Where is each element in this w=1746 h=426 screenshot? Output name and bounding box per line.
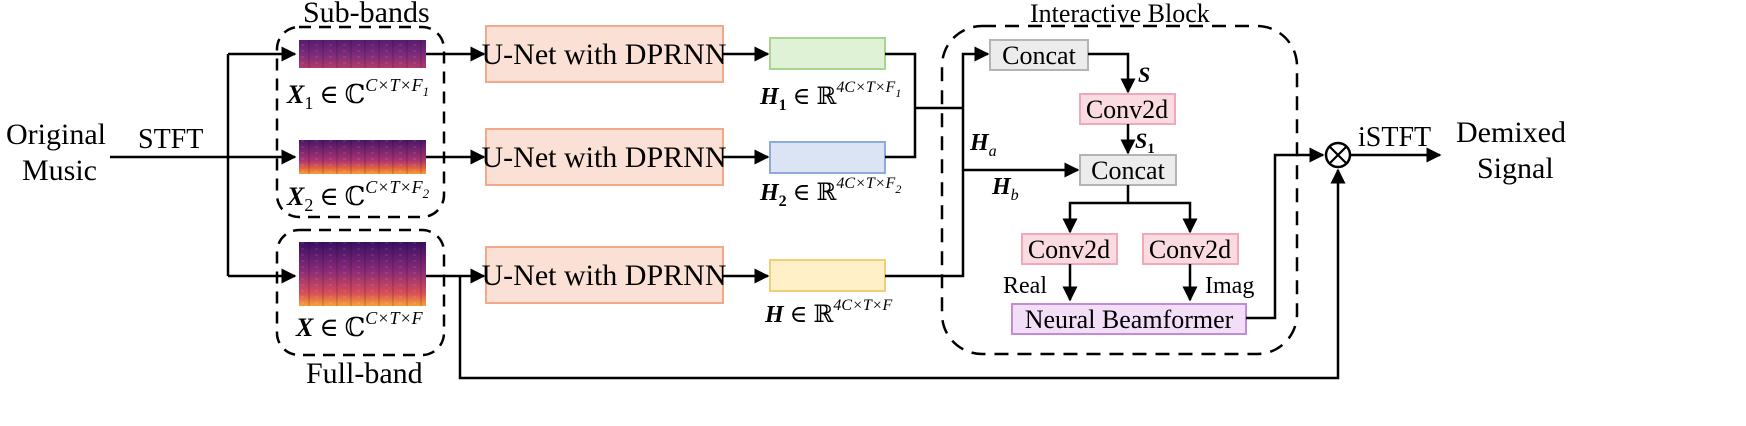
x-math-label: X∈ℂC×T×F (295, 308, 424, 342)
svg-text:U-Net with DPRNN: U-Net with DPRNN (482, 38, 727, 71)
svg-text:Neural Beamformer: Neural Beamformer (1025, 305, 1234, 334)
interactive-block-group (940, 24, 1299, 356)
spectrogram-x1 (299, 40, 426, 68)
s1-label: S1 (1135, 128, 1155, 157)
svg-text:Conv2d: Conv2d (1149, 235, 1231, 264)
x1-math-label: X1∈ℂC×T×F1 (286, 75, 429, 113)
sub-bands-label: Sub-bands (303, 0, 430, 29)
h-math-label: H∈ℝ4C×T×F (764, 297, 893, 328)
svg-text:Conv2d: Conv2d (1086, 95, 1168, 124)
concat1-to-conv (1088, 52, 1136, 94)
original-music-label-2: Music (22, 154, 97, 187)
svg-text:Concat: Concat (1091, 156, 1165, 185)
unet-box-2: U-Net with DPRNN (482, 128, 727, 186)
unet-box-3: U-Net with DPRNN (482, 246, 727, 304)
concat-box-2: Concat (1079, 154, 1177, 186)
interactive-block-label: Interactive Block (1030, 0, 1210, 28)
h1-h2-merge (885, 52, 917, 159)
h1-feature-box (769, 37, 886, 70)
h2-feature-box (769, 141, 886, 174)
unet-box-1: U-Net with DPRNN (482, 25, 727, 83)
original-music-label-1: Original (6, 118, 106, 151)
full-band-group (275, 228, 446, 357)
s-label: S (1138, 62, 1150, 87)
skip-connection (458, 168, 1346, 380)
stft-label: STFT (138, 124, 203, 155)
split-to-convs (1068, 201, 1192, 230)
conv2d-box-imag: Conv2d (1142, 233, 1239, 265)
svg-text:Concat: Concat (1002, 41, 1076, 70)
istft-label: iSTFT (1358, 122, 1431, 153)
spectrogram-x2 (299, 140, 426, 174)
h-feature-box (769, 259, 886, 292)
hb-label: Hb (991, 174, 1019, 204)
conv2d-box-main: Conv2d (1079, 93, 1176, 125)
beamformer-to-multiply (1246, 147, 1325, 320)
h-to-concat1 (885, 46, 990, 278)
demixed-label-2: Signal (1477, 152, 1554, 185)
multiply-node (1324, 141, 1352, 169)
h2-math-label: H2∈ℝ4C×T×F2 (759, 175, 901, 210)
concat-box-1: Concat (989, 39, 1089, 71)
x2-math-label: X2∈ℂC×T×F2 (286, 177, 430, 215)
h1-math-label: H1∈ℝ4C×T×F1 (759, 79, 901, 114)
conv2d-box-real: Conv2d (1021, 233, 1118, 265)
svg-text:U-Net with DPRNN: U-Net with DPRNN (482, 141, 727, 174)
imag-label: Imag (1205, 273, 1254, 299)
demixed-label-1: Demixed (1456, 116, 1566, 149)
svg-text:Conv2d: Conv2d (1028, 235, 1110, 264)
svg-text:U-Net with DPRNN: U-Net with DPRNN (482, 259, 727, 292)
real-label: Real (1003, 273, 1047, 299)
ha-label: Ha (969, 130, 997, 160)
full-band-label: Full-band (306, 357, 423, 390)
spectrogram-x (299, 242, 426, 306)
sub-bands-group (275, 25, 446, 219)
neural-beamformer-box: Neural Beamformer (1011, 303, 1247, 335)
